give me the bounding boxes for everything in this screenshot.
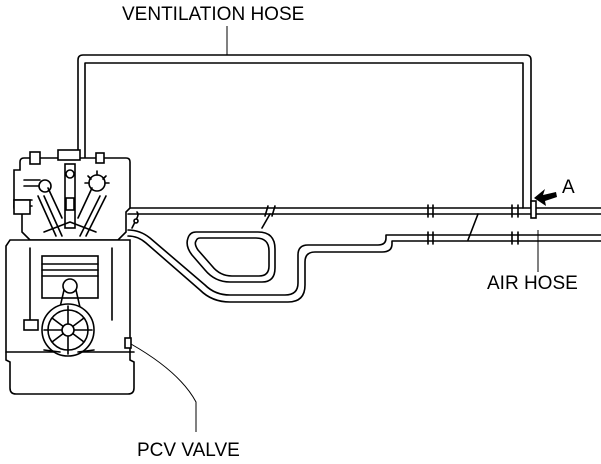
pcv-valve-leader (130, 343, 197, 432)
pcv-valve-label: PCV VALVE (137, 440, 240, 461)
engine-illustration (5, 149, 135, 395)
ventilation-hose (77, 26, 532, 209)
ventilation-hose-label: VENTILATION HOSE (122, 4, 305, 25)
point-a-label: A (562, 177, 575, 198)
arrow-a-icon (534, 189, 557, 206)
air-hose-label: AIR HOSE (487, 273, 578, 294)
intake-air-duct (127, 200, 601, 303)
